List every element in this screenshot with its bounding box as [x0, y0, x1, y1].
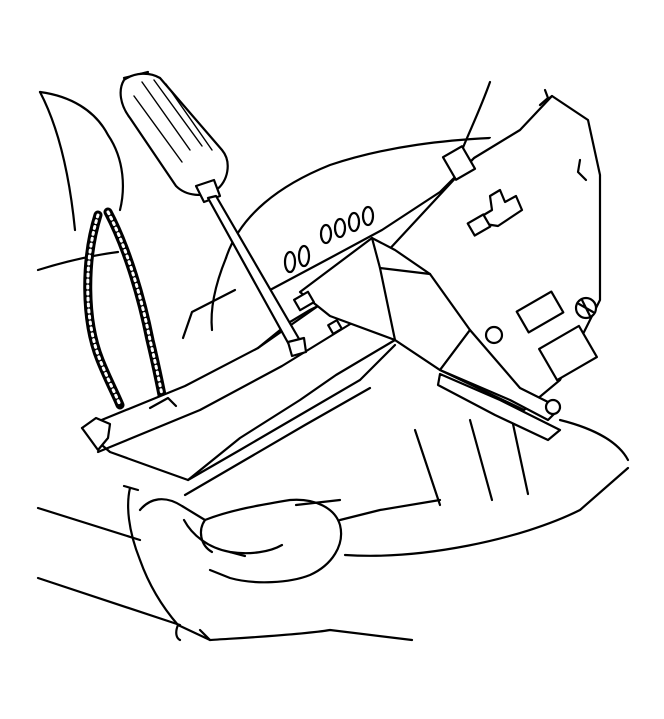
- wiring-harness: [83, 207, 167, 410]
- front-panel-slots: [283, 205, 375, 335]
- radio-chassis: [80, 94, 602, 497]
- top-panel-features: [441, 88, 599, 416]
- foreground-lines: [36, 498, 442, 627]
- hand-icon: [122, 484, 414, 642]
- screwdriver-icon: [119, 72, 308, 358]
